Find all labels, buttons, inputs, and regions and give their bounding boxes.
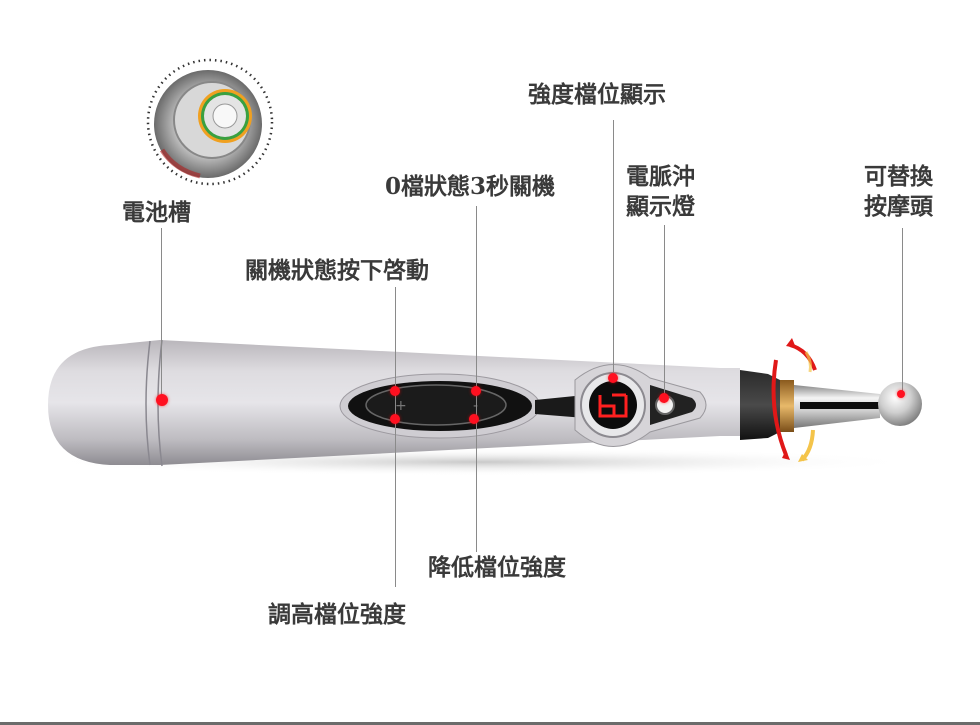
label-replaceable-head: 可替換 按摩頭 xyxy=(864,162,933,222)
callout-dot-battery xyxy=(156,394,168,406)
callout-dot-plus-bottom xyxy=(390,414,400,424)
callout-dot-pulse-light xyxy=(659,393,669,403)
label-pulse-light-line1: 電脈沖 xyxy=(626,163,695,190)
label-decrease-intensity-text: 降低檔位強度 xyxy=(428,554,566,581)
battery-slot-inset xyxy=(146,58,274,186)
label-zero-level-off-text: 0檔狀態3秒關機 xyxy=(385,173,556,200)
leader-intensity-display xyxy=(613,120,614,378)
label-zero-level-off: 0檔狀態3秒關機 xyxy=(385,172,555,202)
callout-dot-plus-top xyxy=(390,386,400,396)
leader-battery-slot xyxy=(161,228,162,398)
label-pulse-light-line2: 顯示燈 xyxy=(626,193,695,220)
label-off-press-start-text: 關機狀態按下啓動 xyxy=(245,257,429,284)
intensity-digit xyxy=(598,393,628,418)
label-decrease-intensity: 降低檔位強度 xyxy=(428,553,566,583)
label-pulse-light: 電脈沖 顯示燈 xyxy=(626,162,695,222)
leader-off-press-start xyxy=(395,287,396,587)
label-replaceable-head-line2: 按摩頭 xyxy=(864,193,933,220)
label-battery-slot-text: 電池槽 xyxy=(122,199,191,226)
minus-glyph: - xyxy=(473,398,478,414)
label-off-press-start: 關機狀態按下啓動 xyxy=(245,256,429,286)
label-battery-slot: 電池槽 xyxy=(122,198,191,228)
callout-dot-display xyxy=(608,373,618,383)
callout-dot-minus-top xyxy=(471,386,481,396)
label-intensity-display-text: 強度檔位顯示 xyxy=(528,81,666,108)
label-replaceable-head-line1: 可替換 xyxy=(864,163,933,190)
leader-zero-level-off xyxy=(476,206,477,552)
callout-dot-head xyxy=(897,390,905,398)
leader-pulse-light xyxy=(664,225,665,403)
label-increase-intensity-text: 調高檔位強度 xyxy=(268,601,406,628)
leader-replaceable-head xyxy=(902,228,903,396)
label-intensity-display: 強度檔位顯示 xyxy=(528,80,666,110)
plus-glyph: + xyxy=(395,398,407,414)
callout-dot-minus-bottom xyxy=(469,414,479,424)
bottom-border xyxy=(0,722,980,725)
label-increase-intensity: 調高檔位強度 xyxy=(268,600,406,630)
